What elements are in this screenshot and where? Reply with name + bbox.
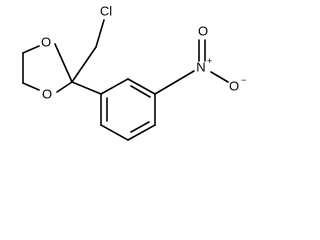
atom-nitro-oxygen-lower: O bbox=[229, 79, 239, 94]
chemical-structure-diagram: Cl O O N + O O − bbox=[22, 4, 246, 141]
charge-nitro-oxygen-lower: − bbox=[241, 75, 246, 85]
bond-aryl-c1-c2 bbox=[100, 78, 129, 95]
bond-aryl-c5-c6 bbox=[100, 124, 129, 141]
atom-nitro-oxygen-upper: O bbox=[198, 24, 208, 39]
bond-ring-ch2-to-o-lower bbox=[22, 82, 40, 91]
bond-ring-o-upper-to-ch2 bbox=[22, 45, 40, 54]
bond-aryl-c4-c5 bbox=[127, 124, 156, 141]
bond-nitro-n-to-o-lower bbox=[210, 71, 229, 83]
bond-aryl-c2-c3 bbox=[127, 78, 156, 95]
bond-c2-to-aryl bbox=[71, 81, 102, 95]
bond-aryl-to-nitro-n bbox=[154, 70, 195, 95]
bond-ch2-to-cl bbox=[95, 19, 105, 48]
bond-aryl-inner-double-2 bbox=[130, 121, 150, 133]
atom-nitro-nitrogen: N bbox=[196, 60, 205, 75]
bond-aryl-inner-double-1 bbox=[130, 85, 151, 98]
bond-ring-c2-to-o-upper bbox=[54, 43, 73, 83]
atom-chlorine: Cl bbox=[100, 4, 112, 19]
charge-nitro-nitrogen: + bbox=[207, 56, 212, 66]
bond-c2-to-ch2cl bbox=[71, 46, 97, 83]
bond-ring-o-lower-to-c2 bbox=[56, 81, 73, 93]
atom-ring-oxygen-lower: O bbox=[42, 87, 52, 102]
atom-ring-oxygen-upper: O bbox=[41, 35, 51, 50]
